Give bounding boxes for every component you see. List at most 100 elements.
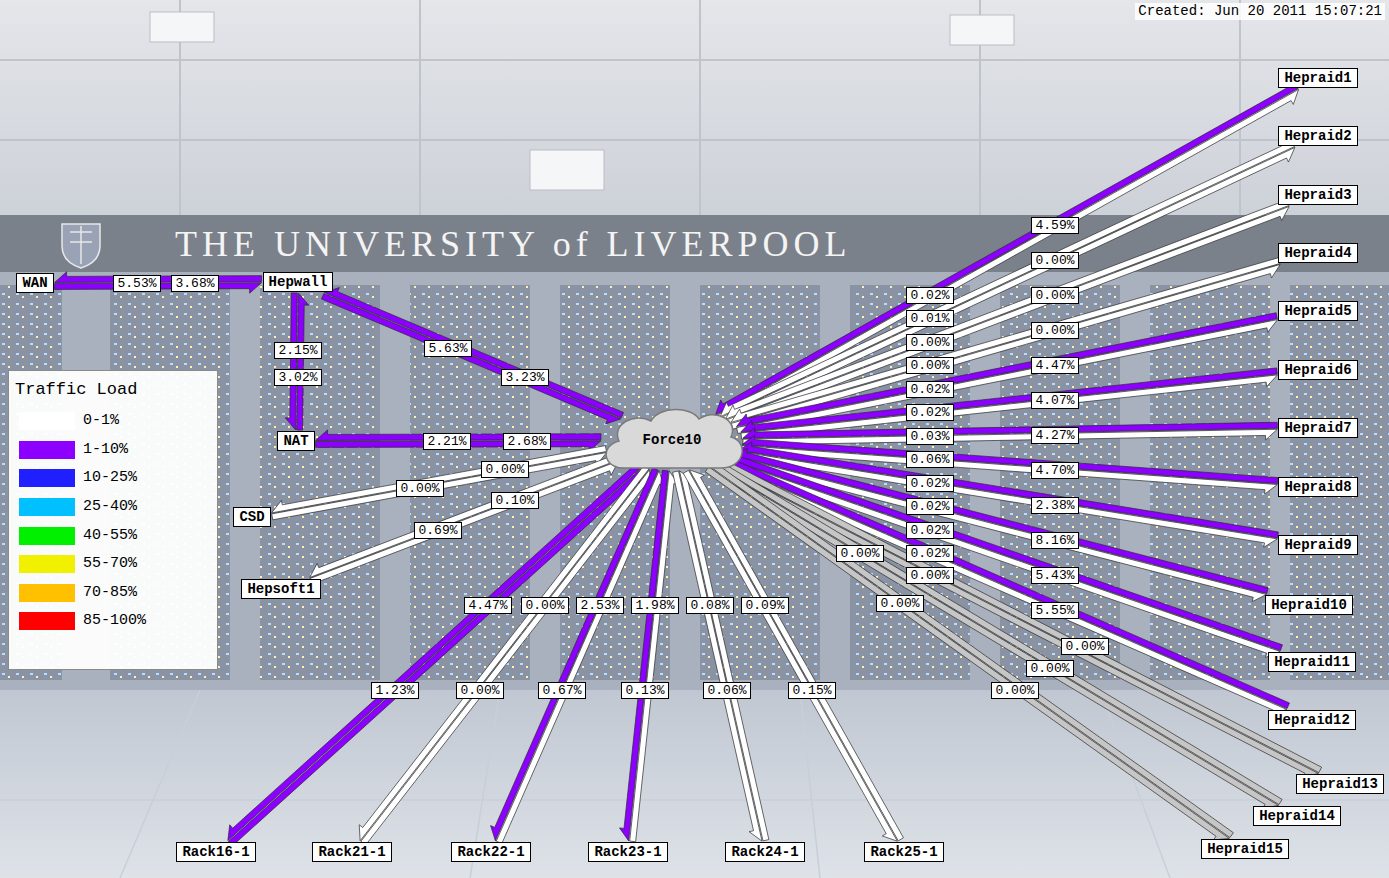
- traffic-percent: 2.21%: [427, 434, 466, 449]
- percent-box: 0.06%: [906, 451, 953, 468]
- ceiling-light: [950, 15, 1014, 45]
- traffic-percent: 4.47%: [468, 598, 507, 613]
- legend-row: 55-70%: [9, 550, 217, 579]
- traffic-arrow: [741, 368, 1277, 432]
- traffic-percent: 2.15%: [278, 343, 317, 358]
- traffic-percent: 5.43%: [1035, 568, 1074, 583]
- percent-box: 2.68%: [503, 433, 550, 450]
- traffic-percent: 0.00%: [1035, 288, 1074, 303]
- percent-box: 0.00%: [396, 480, 443, 497]
- percent-box: 0.00%: [1031, 322, 1078, 339]
- percent-box: 0.00%: [906, 334, 953, 351]
- legend-swatch: [19, 441, 75, 459]
- legend-title: Traffic Load: [9, 379, 217, 401]
- percent-box: 3.23%: [501, 369, 548, 386]
- node-label: Hepraid4: [1284, 245, 1351, 261]
- percent-box: 0.00%: [1061, 638, 1108, 655]
- traffic-percent: 0.00%: [400, 481, 439, 496]
- percent-box: 0.13%: [621, 682, 668, 699]
- node-label: Rack16-1: [182, 844, 249, 860]
- device-box: Hepraid6: [1278, 360, 1357, 380]
- legend-swatch: [19, 612, 75, 630]
- node-label: WAN: [22, 275, 47, 291]
- device-box: Hepraid1: [1278, 68, 1357, 88]
- device-box: Hepraid12: [1268, 710, 1356, 730]
- traffic-arrow: [720, 462, 1287, 714]
- device-box: Hepraid8: [1278, 477, 1357, 497]
- legend-swatch: [19, 469, 75, 487]
- device-box: Hepraid7: [1278, 418, 1357, 438]
- percent-box: 0.03%: [906, 428, 953, 445]
- traffic-percent: 0.02%: [910, 288, 949, 303]
- traffic-percent: 4.59%: [1035, 218, 1074, 233]
- node-label: Hepraid12: [1274, 712, 1350, 728]
- percent-box: 0.02%: [906, 498, 953, 515]
- timestamp: Created: Jun 20 2011 15:07:21: [1135, 3, 1385, 20]
- traffic-percent: 2.53%: [580, 598, 619, 613]
- percent-box: 0.15%: [788, 682, 835, 699]
- percent-box: 0.00%: [836, 545, 883, 562]
- device-box: WAN: [16, 273, 53, 293]
- node-label: NAT: [283, 433, 308, 449]
- node-label: Rack22-1: [457, 844, 524, 860]
- traffic-percent: 3.02%: [278, 370, 317, 385]
- traffic-percent: 2.68%: [507, 434, 546, 449]
- device-box: Rack21-1: [312, 842, 391, 862]
- ceiling-light: [530, 150, 604, 190]
- traffic-percent: 5.63%: [428, 341, 467, 356]
- node-label: Hepraid14: [1259, 808, 1335, 824]
- traffic-percent: 0.08%: [690, 598, 729, 613]
- traffic-percent: 2.38%: [1035, 498, 1074, 513]
- percent-box: 0.02%: [906, 545, 953, 562]
- node-label: Hepraid1: [1284, 70, 1351, 86]
- traffic-arrow: [714, 462, 1282, 805]
- traffic-arrow: [228, 463, 641, 841]
- device-box: Rack25-1: [864, 842, 943, 862]
- traffic-percent: 0.02%: [910, 546, 949, 561]
- traffic-percent: 0.00%: [1035, 323, 1074, 338]
- traffic-percent: 0.69%: [418, 523, 457, 538]
- traffic-percent: 0.00%: [1030, 661, 1069, 676]
- node-label: Hepraid10: [1271, 597, 1347, 613]
- node-label: Hepwall: [269, 274, 328, 290]
- percent-box: 1.23%: [371, 682, 418, 699]
- percent-box: 0.00%: [1031, 252, 1078, 269]
- traffic-percent: 0.02%: [910, 499, 949, 514]
- percent-box: 4.70%: [1031, 462, 1078, 479]
- legend-row: 85-100%: [9, 607, 217, 636]
- percent-box: 5.43%: [1031, 567, 1078, 584]
- traffic-arrow: [359, 465, 649, 840]
- traffic-arrow: [361, 470, 651, 845]
- percent-box: 2.21%: [423, 433, 470, 450]
- photo-fade: [0, 272, 1389, 878]
- ceiling: [0, 0, 1389, 215]
- percent-box: 3.68%: [171, 275, 218, 292]
- device-box: Hepraid10: [1265, 595, 1353, 615]
- ceiling-grid: [0, 0, 1389, 215]
- percent-box: 2.15%: [274, 342, 321, 359]
- percent-box: 4.59%: [1031, 217, 1078, 234]
- percent-box: 4.47%: [464, 597, 511, 614]
- legend-row: 25-40%: [9, 493, 217, 522]
- node-label: Hepraid6: [1284, 362, 1351, 378]
- traffic-arrow: [705, 467, 1229, 840]
- percent-box: 0.00%: [906, 357, 953, 374]
- percent-box: 2.53%: [576, 597, 623, 614]
- legend-swatch: [19, 498, 75, 516]
- node-label: Rack21-1: [318, 844, 385, 860]
- traffic-arrow: [715, 464, 1318, 777]
- watermark-title: THE UNIVERSITY of LIVERPOOL: [175, 223, 852, 265]
- device-box: Hepraid15: [1201, 839, 1289, 859]
- traffic-arrow: [285, 293, 297, 430]
- percent-box: 0.02%: [906, 475, 953, 492]
- percent-box: 0.08%: [686, 597, 733, 614]
- traffic-arrow: [709, 464, 1233, 837]
- device-box: Hepraid9: [1278, 535, 1357, 555]
- device-box: Hepraid4: [1278, 243, 1357, 263]
- traffic-percent: 0.00%: [1065, 639, 1104, 654]
- legend-swatch: [19, 555, 75, 573]
- legend-row: 70-85%: [9, 579, 217, 608]
- percent-box: 2.38%: [1031, 497, 1078, 514]
- traffic-percent: 0.02%: [910, 382, 949, 397]
- percent-box: 0.00%: [906, 567, 953, 584]
